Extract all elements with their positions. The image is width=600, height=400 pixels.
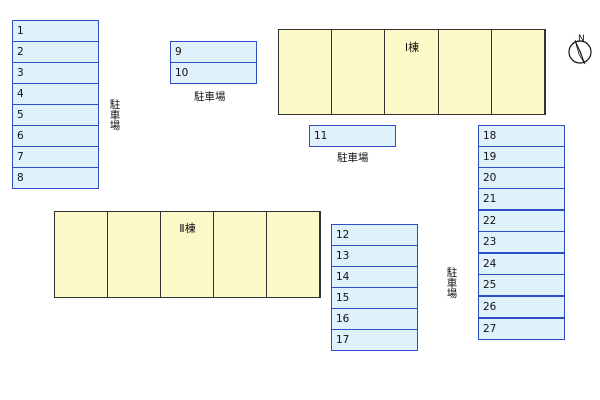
parking-stall: 18 (478, 125, 565, 147)
building-2-unit (267, 212, 320, 297)
building-2-unit (161, 212, 214, 297)
parking-stall: 26 (478, 296, 565, 318)
parking-stall: 17 (331, 329, 418, 351)
parking-stall: 23 (478, 231, 565, 253)
parking-label-middle: 駐車場 (337, 152, 369, 164)
building-1-unit (279, 30, 333, 114)
parking-label-right: 駐車場 (445, 267, 458, 299)
parking-stall: 25 (478, 274, 565, 296)
parking-stall: 7 (12, 146, 99, 168)
parking-label-left: 駐車場 (108, 99, 121, 131)
parking-stall: 8 (12, 167, 99, 189)
parking-stall: 9 (170, 41, 257, 63)
building-1-label: Ⅰ棟 (404, 41, 420, 54)
parking-stall: 11 (309, 125, 396, 147)
parking-stall: 3 (12, 62, 99, 84)
building-1-unit (385, 30, 439, 114)
building-2-unit (108, 212, 161, 297)
parking-stall: 13 (331, 245, 418, 267)
building-2-label: Ⅱ棟 (179, 222, 196, 235)
parking-label-top: 駐車場 (194, 91, 226, 103)
parking-stall: 24 (478, 253, 565, 275)
building-1: Ⅰ棟 (278, 29, 546, 115)
parking-stall: 15 (331, 287, 418, 309)
parking-stall: 22 (478, 210, 565, 232)
building-2: Ⅱ棟 (54, 211, 321, 298)
parking-stall: 16 (331, 308, 418, 330)
parking-stall: 4 (12, 83, 99, 105)
parking-stall: 2 (12, 41, 99, 63)
parking-stall: 27 (478, 318, 565, 340)
parking-stall: 12 (331, 224, 418, 246)
parking-stall: 10 (170, 62, 257, 84)
parking-stall: 21 (478, 188, 565, 210)
parking-stall: 6 (12, 125, 99, 147)
north-arrow-icon: N (568, 34, 592, 65)
building-1-unit (332, 30, 386, 114)
compass-label: N (578, 34, 585, 44)
building-1-unit (492, 30, 546, 114)
parking-stall: 20 (478, 167, 565, 189)
building-2-unit (55, 212, 108, 297)
parking-stall: 14 (331, 266, 418, 288)
building-2-unit (214, 212, 267, 297)
building-1-unit (439, 30, 492, 114)
parking-stall: 1 (12, 20, 99, 42)
parking-stall: 5 (12, 104, 99, 126)
parking-stall: 19 (478, 146, 565, 168)
